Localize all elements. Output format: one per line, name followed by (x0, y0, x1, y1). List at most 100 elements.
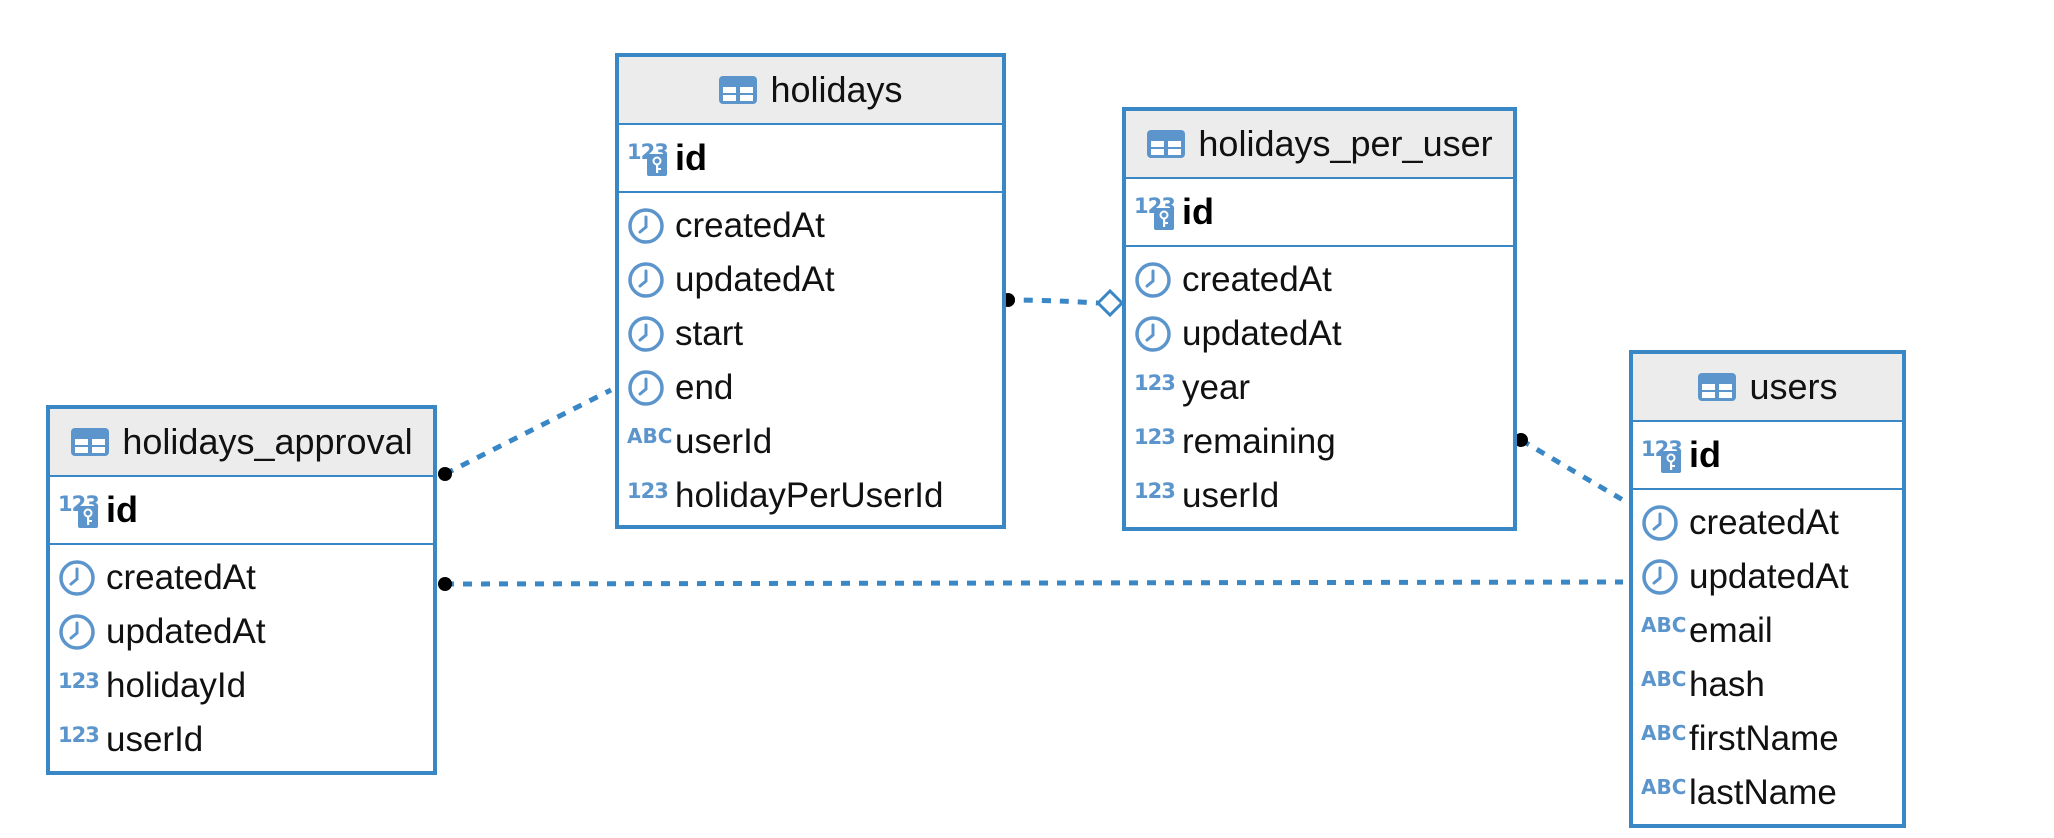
primary-key-row[interactable]: 123 id (1633, 422, 1902, 490)
column-name: remaining (1182, 422, 1336, 461)
primary-key-row[interactable]: 123 id (619, 125, 1002, 193)
column-row[interactable]: updatedAt (619, 253, 1002, 307)
column-row[interactable]: 123 holidayId (50, 659, 433, 713)
column-row[interactable]: updatedAt (1126, 307, 1513, 361)
column-row[interactable]: updatedAt (1633, 550, 1902, 604)
column-row[interactable]: 123 year (1126, 361, 1513, 415)
clock-icon (58, 559, 102, 597)
column-name: firstName (1689, 719, 1839, 758)
column-name: id (675, 137, 707, 178)
connector-holidays-approval-users[interactable] (438, 577, 1624, 591)
column-row[interactable]: 123 userId (1126, 469, 1513, 523)
column-row[interactable]: createdAt (1633, 496, 1902, 550)
column-list: createdAt updatedAt 123 year 123 remaini… (1126, 247, 1513, 523)
column-name: lastName (1689, 773, 1837, 812)
column-list: createdAt updatedAt ABC email ABC hash A… (1633, 490, 1902, 820)
column-row[interactable]: 123 holidayPerUserId (619, 469, 1002, 523)
entity-title: holidays (770, 69, 903, 110)
entity-holidays[interactable]: holidays 123 id createdAt updatedAt star… (615, 53, 1006, 529)
column-list: createdAt updatedAt start end ABC userId… (619, 193, 1002, 523)
number-icon: 123 (58, 722, 100, 747)
column-name: id (106, 489, 138, 530)
column-name: email (1689, 611, 1773, 650)
column-name: year (1182, 368, 1251, 407)
column-row[interactable]: ABC lastName (1633, 766, 1902, 820)
number-icon: 123 (58, 668, 100, 693)
column-name: start (675, 314, 744, 353)
column-name: userId (675, 422, 773, 461)
connector-dot-end (438, 467, 452, 481)
connector-holidays-approval-holidays[interactable] (438, 387, 613, 481)
clock-icon (58, 613, 102, 651)
entity-holidays-approval[interactable]: holidays_approval 123 id createdAt updat… (46, 405, 437, 775)
column-name: userId (106, 720, 204, 759)
column-row[interactable]: ABC userId (619, 415, 1002, 469)
clock-icon (1134, 261, 1178, 299)
primary-key-icon: 123 (1641, 437, 1685, 473)
column-list: createdAt updatedAt 123 holidayId 123 us… (50, 545, 433, 767)
column-row[interactable]: createdAt (1126, 253, 1513, 307)
column-name: id (1182, 191, 1214, 232)
column-name: hash (1689, 665, 1765, 704)
primary-key-icon: 123 (1134, 194, 1178, 230)
connector-holidays-per-user-users[interactable] (1514, 433, 1625, 503)
number-icon: 123 (627, 478, 669, 503)
column-name: createdAt (106, 558, 256, 597)
number-icon: 123 (1134, 478, 1176, 503)
clock-icon (627, 315, 671, 353)
column-name: updatedAt (1689, 557, 1849, 596)
entity-title: users (1749, 366, 1838, 407)
abc-icon: ABC (1641, 667, 1687, 691)
column-name: createdAt (1689, 503, 1839, 542)
entity-title: holidays_approval (122, 421, 413, 462)
abc-icon: ABC (627, 424, 673, 448)
connector-diamond-end (1095, 288, 1125, 318)
entity-header: holidays_per_user (1126, 111, 1513, 179)
table-icon (718, 75, 758, 105)
column-name: updatedAt (1182, 314, 1342, 353)
connector-holidays-holidays-per-user[interactable] (1001, 288, 1125, 318)
column-row[interactable]: createdAt (50, 551, 433, 605)
column-row[interactable]: end (619, 361, 1002, 415)
entity-header: users (1633, 354, 1902, 422)
column-name: updatedAt (675, 260, 835, 299)
column-row[interactable]: ABC hash (1633, 658, 1902, 712)
primary-key-icon: 123 (58, 492, 102, 528)
entity-header: holidays (619, 57, 1002, 125)
column-name: id (1689, 434, 1721, 475)
column-name: end (675, 368, 734, 407)
table-icon (70, 427, 110, 457)
connector-dot-end (1514, 433, 1528, 447)
clock-icon (627, 261, 671, 299)
entity-holidays-per-user[interactable]: holidays_per_user 123 id createdAt updat… (1122, 107, 1517, 531)
column-name: createdAt (675, 206, 825, 245)
primary-key-row[interactable]: 123 id (50, 477, 433, 545)
entity-title: holidays_per_user (1198, 123, 1493, 164)
clock-icon (1641, 558, 1685, 596)
table-icon (1697, 372, 1737, 402)
primary-key-row[interactable]: 123 id (1126, 179, 1513, 247)
column-row[interactable]: 123 remaining (1126, 415, 1513, 469)
column-name: updatedAt (106, 612, 266, 651)
column-row[interactable]: start (619, 307, 1002, 361)
clock-icon (627, 369, 671, 407)
clock-icon (1134, 315, 1178, 353)
column-name: holidayPerUserId (675, 476, 944, 515)
entity-users[interactable]: users 123 id createdAt updatedAt ABC ema… (1629, 350, 1906, 828)
clock-icon (627, 207, 671, 245)
entity-header: holidays_approval (50, 409, 433, 477)
column-name: userId (1182, 476, 1280, 515)
column-row[interactable]: updatedAt (50, 605, 433, 659)
column-row[interactable]: createdAt (619, 199, 1002, 253)
abc-icon: ABC (1641, 613, 1687, 637)
number-icon: 123 (1134, 370, 1176, 395)
clock-icon (1641, 504, 1685, 542)
number-icon: 123 (1134, 424, 1176, 449)
column-row[interactable]: 123 userId (50, 713, 433, 767)
column-row[interactable]: ABC firstName (1633, 712, 1902, 766)
table-icon (1146, 129, 1186, 159)
column-row[interactable]: ABC email (1633, 604, 1902, 658)
primary-key-icon: 123 (627, 140, 671, 176)
abc-icon: ABC (1641, 775, 1687, 799)
